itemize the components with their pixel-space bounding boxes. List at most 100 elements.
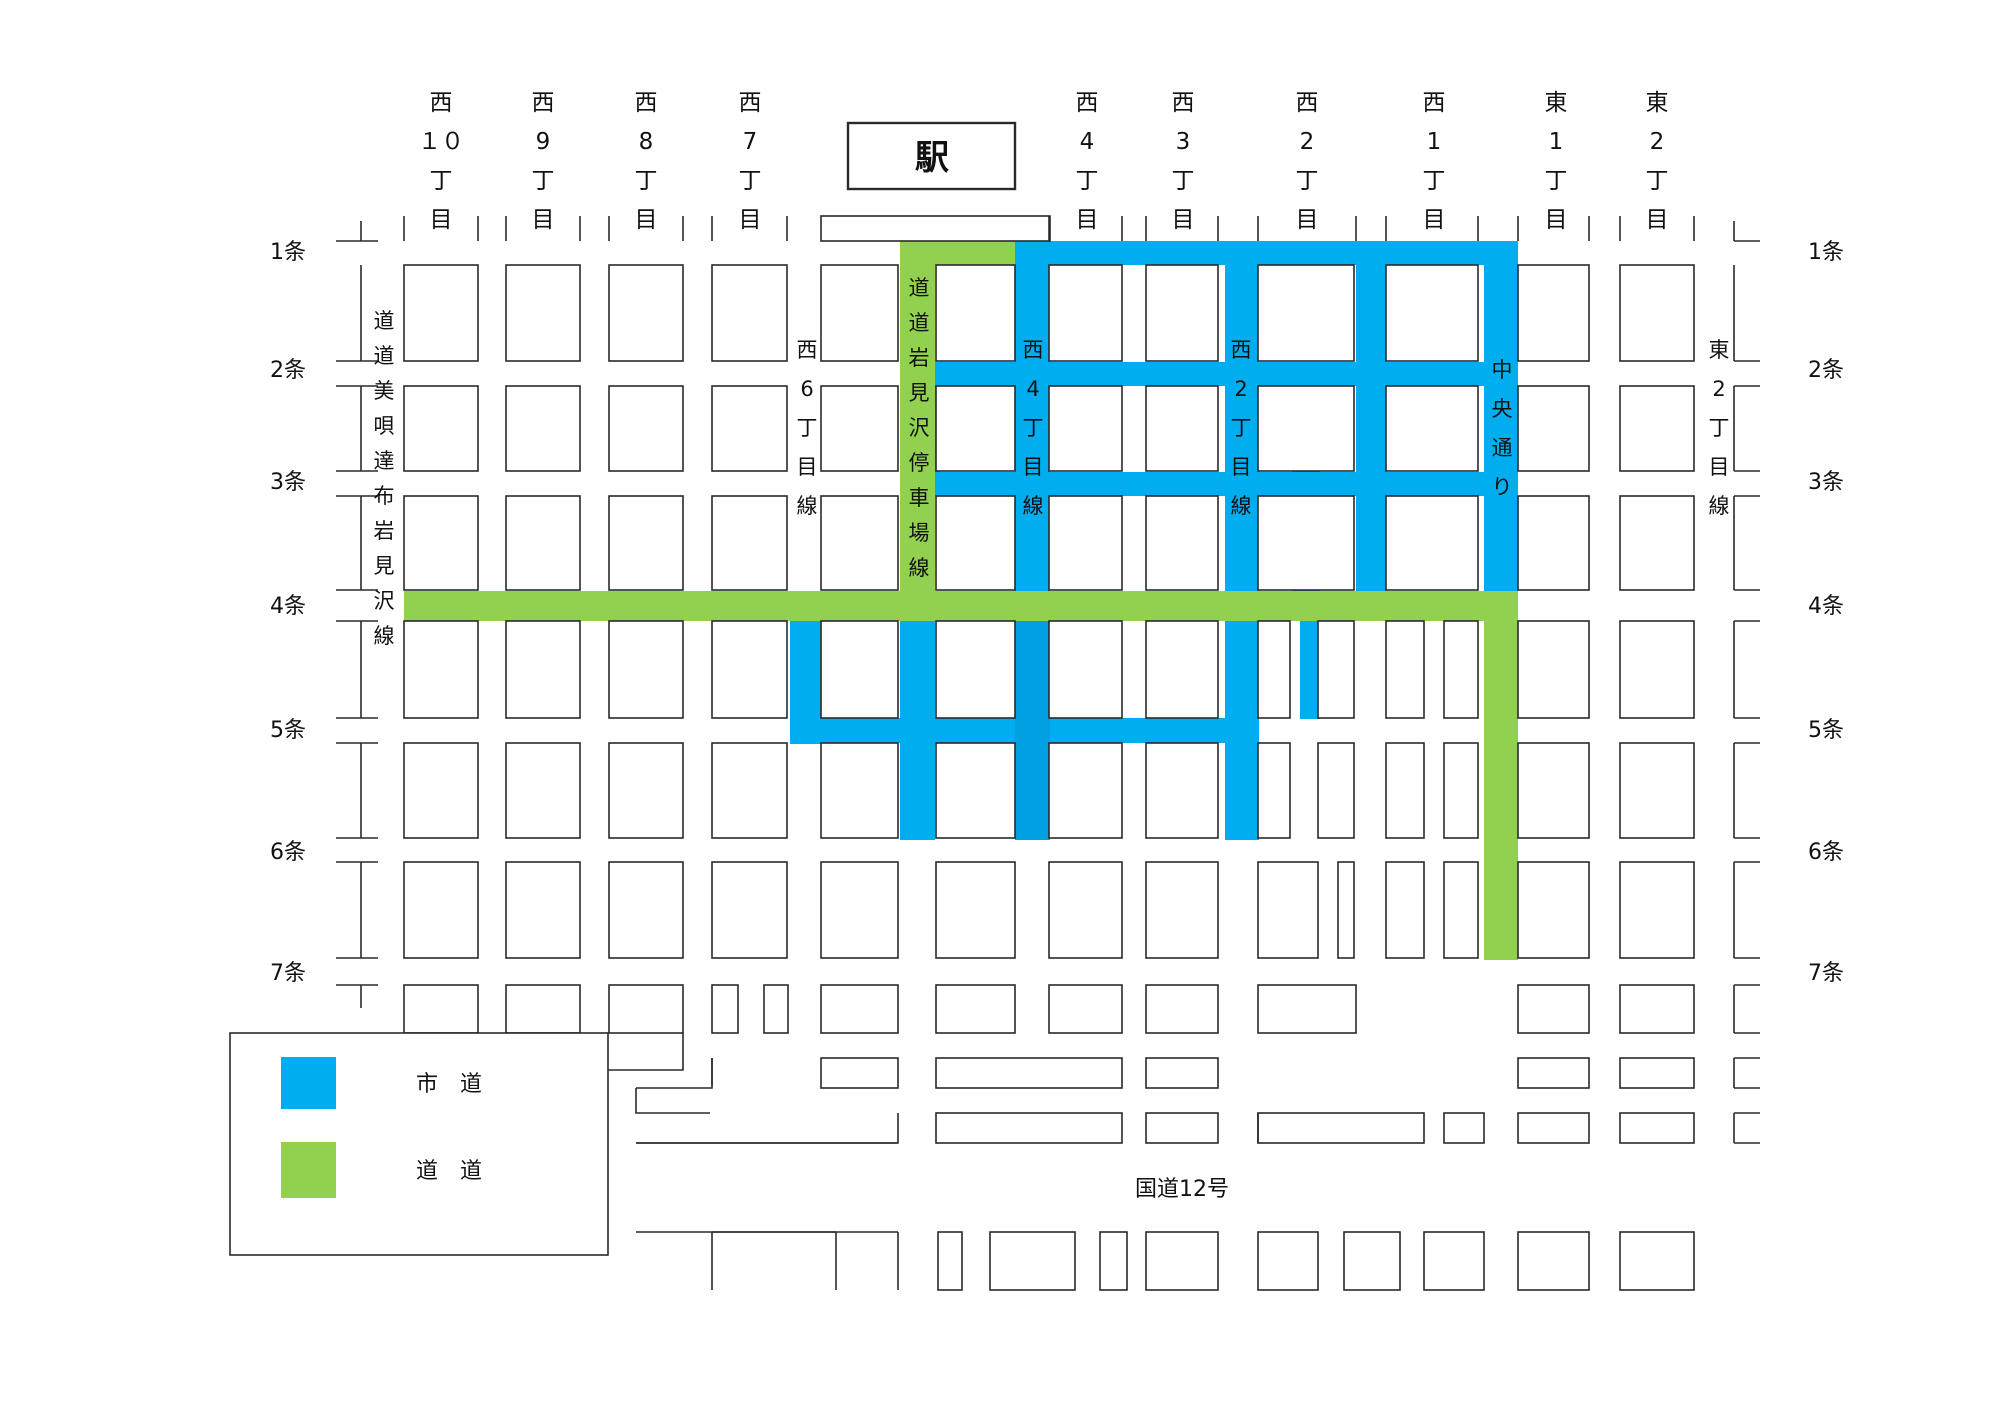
column-label-char: 丁 <box>1172 168 1195 194</box>
city-block <box>1385 495 1479 591</box>
column-label-char: 丁 <box>1423 168 1446 194</box>
road-name-char: 通 <box>1492 436 1513 460</box>
road-city-3jo-street <box>935 472 1518 496</box>
road-name-char: 美 <box>374 379 395 403</box>
road-name-char: 線 <box>1231 494 1252 518</box>
city-block <box>1619 742 1695 839</box>
city-block <box>711 742 788 839</box>
station-box <box>846 121 1017 191</box>
road-name-char: 東 <box>1709 338 1730 362</box>
road-name-char: 線 <box>1023 494 1044 518</box>
city-block <box>1619 1231 1695 1291</box>
column-label-char: 目 <box>1646 207 1669 233</box>
city-block <box>1257 984 1357 1034</box>
column-label-char: 4 <box>1080 129 1095 155</box>
column-label-char: 目 <box>739 207 762 233</box>
city-block <box>1619 861 1695 959</box>
city-block <box>403 861 479 959</box>
column-label-char: 丁 <box>1646 168 1669 194</box>
city-block <box>1048 495 1123 591</box>
column-label-char: １０ <box>418 129 464 155</box>
road-name-char: 見 <box>909 381 930 405</box>
city-block <box>505 984 581 1034</box>
column-label-char: 目 <box>1423 207 1446 233</box>
city-block <box>1145 1231 1219 1291</box>
city-block <box>935 1057 1123 1089</box>
row-label-left: 5条 <box>270 718 306 743</box>
row-label-left: 7条 <box>270 961 306 986</box>
road-name-char: 目 <box>1023 455 1044 479</box>
road-name-char: 2 <box>1234 377 1247 401</box>
column-label-char: 3 <box>1176 129 1191 155</box>
city-block <box>820 742 899 839</box>
column-label-char: 目 <box>532 207 555 233</box>
city-block <box>1517 742 1590 839</box>
city-block <box>820 1057 899 1089</box>
column-label-char: 目 <box>1296 207 1319 233</box>
row-label-right: 5条 <box>1808 718 1844 743</box>
column-label-char: 目 <box>1545 207 1568 233</box>
road-city-w4-south <box>1015 621 1050 840</box>
city-block <box>935 861 1016 959</box>
city-block <box>989 1231 1076 1291</box>
road-name-char: 沢 <box>374 589 395 613</box>
column-label-char: 1 <box>1549 129 1564 155</box>
road-name-char: 場 <box>909 521 930 545</box>
column-label-char: 1 <box>1427 129 1442 155</box>
city-block <box>711 861 788 959</box>
column-label-char: 丁 <box>1076 168 1099 194</box>
road-name-char: 道 <box>909 276 930 300</box>
road-name-char: 丁 <box>1231 416 1252 440</box>
city-block <box>1517 620 1590 719</box>
road-name-char: 目 <box>1709 455 1730 479</box>
city-block <box>1517 264 1590 362</box>
city-block <box>1145 1112 1219 1144</box>
road-name-char: 道 <box>909 311 930 335</box>
city-block <box>608 620 684 719</box>
city-block <box>935 620 1016 719</box>
road-name-char: 車 <box>909 486 930 510</box>
road-name-char: 達 <box>374 449 395 473</box>
city-block <box>1619 984 1695 1034</box>
city-block <box>1517 1231 1590 1291</box>
city-block <box>608 495 684 591</box>
city-block <box>1317 742 1355 839</box>
road-name-char: 4 <box>1026 377 1039 401</box>
legend: 市 道 道 道 <box>229 1032 609 1256</box>
city-block <box>711 264 788 362</box>
column-label-char: 丁 <box>1545 168 1568 194</box>
road-city-w4-north <box>1015 241 1050 591</box>
city-block <box>1048 264 1123 362</box>
road-city-1jo-street <box>1015 241 1518 265</box>
city-block <box>1145 620 1219 719</box>
column-label-char: 西 <box>532 90 555 116</box>
city-block <box>1443 620 1479 719</box>
city-block <box>1145 385 1219 472</box>
road-city-chuo-north <box>1484 241 1518 591</box>
road-name-char: 線 <box>374 624 395 648</box>
legend-label-city: 市 道 <box>416 1072 482 1097</box>
column-labels: 西１０丁目西9丁目西8丁目西7丁目西4丁目西3丁目西2丁目西1丁目東1丁目東2丁… <box>418 90 1669 233</box>
city-block <box>1257 620 1291 719</box>
city-block <box>1619 620 1695 719</box>
column-label-char: 西 <box>739 90 762 116</box>
city-block <box>505 495 581 591</box>
city-block <box>1619 1057 1695 1089</box>
city-block <box>1257 264 1355 362</box>
row-label-left: 2条 <box>270 358 306 383</box>
station-label: 駅 <box>915 138 949 178</box>
column-label-char: 丁 <box>739 168 762 194</box>
city-block <box>403 385 479 472</box>
column-label-char: 7 <box>743 129 758 155</box>
edge-line <box>636 1058 713 1089</box>
column-label-char: 西 <box>1172 90 1195 116</box>
city-blocks <box>403 215 1695 1291</box>
row-label-left: 4条 <box>270 594 306 619</box>
row-label-right: 3条 <box>1808 470 1844 495</box>
city-block <box>608 742 684 839</box>
city-block <box>711 385 788 472</box>
city-block <box>1048 742 1123 839</box>
city-block <box>1257 1231 1319 1291</box>
road-name-char: 丁 <box>1023 416 1044 440</box>
